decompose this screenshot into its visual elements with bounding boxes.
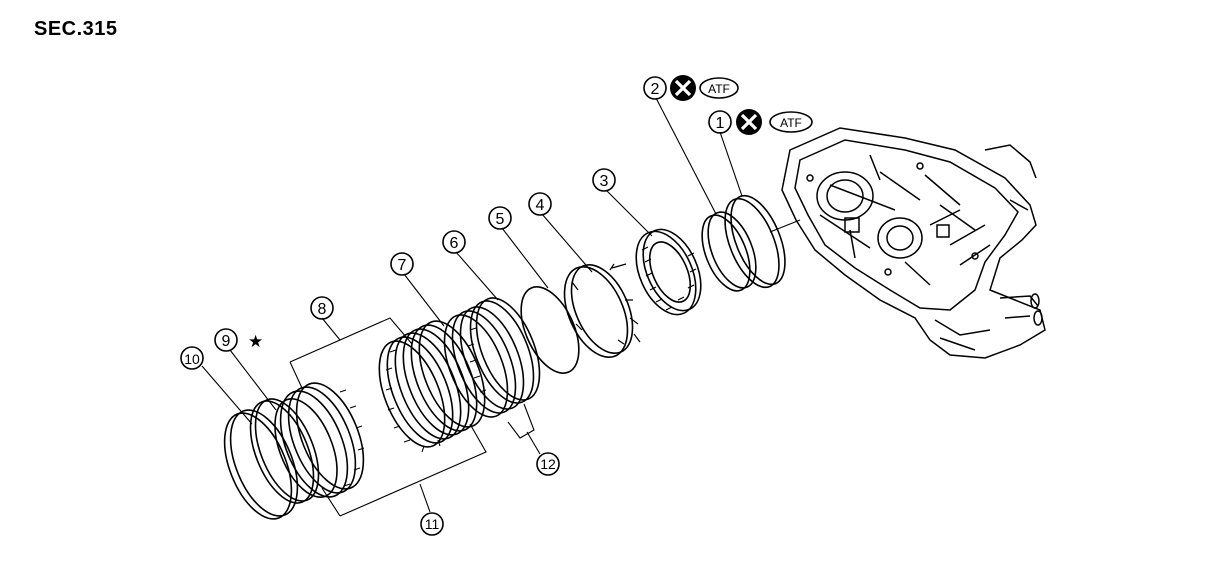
x-circle-icon xyxy=(670,75,696,101)
transmission-case xyxy=(781,127,1046,359)
clutch-plate-set-b xyxy=(378,320,486,453)
callout-2: 2 xyxy=(643,76,667,100)
callout-5: 5 xyxy=(488,206,512,230)
waved-ring xyxy=(249,398,320,504)
callout-3: 3 xyxy=(592,168,616,192)
x-circle-icon xyxy=(736,109,762,135)
callout-11: 11 xyxy=(420,512,444,536)
callout-12-label: 12 xyxy=(540,456,556,472)
snap-ring xyxy=(520,286,580,374)
dish-plate-set xyxy=(274,382,365,498)
callout-6: 6 xyxy=(442,230,466,254)
callout-4-label: 4 xyxy=(536,197,545,214)
callout-1-label: 1 xyxy=(716,115,725,132)
seal-ring-2 xyxy=(701,211,757,292)
callout-8: 8 xyxy=(310,296,334,320)
star-icon: ★ xyxy=(248,332,263,351)
callout-9-label: 9 xyxy=(222,333,231,350)
callout-5-label: 5 xyxy=(496,211,505,228)
callout-2-label: 2 xyxy=(651,81,660,98)
callout-1: 1 xyxy=(708,110,732,134)
callout-7-label: 7 xyxy=(398,257,407,274)
retaining-snap-ring xyxy=(223,409,299,520)
clutch-plate-set-a xyxy=(443,297,541,418)
seal-ring-1 xyxy=(724,194,801,289)
return-spring-assembly xyxy=(563,263,641,359)
callout-10-label: 10 xyxy=(184,351,200,367)
atf-label-2: ATF xyxy=(708,82,730,96)
callout-12: 12 xyxy=(536,452,560,476)
callout-4: 4 xyxy=(528,192,552,216)
atf-oval-2: ATF xyxy=(699,77,739,99)
callout-3-label: 3 xyxy=(600,173,609,190)
callout-6-label: 6 xyxy=(450,235,459,252)
atf-oval-1: ATF xyxy=(769,111,813,133)
callout-11-label: 11 xyxy=(425,516,440,532)
callout-9: 9 xyxy=(214,328,238,352)
callout-8-label: 8 xyxy=(318,301,327,318)
callout-7: 7 xyxy=(390,252,414,276)
spring-retainer xyxy=(635,228,702,316)
leader-lines xyxy=(201,97,743,517)
callout-10: 10 xyxy=(180,346,204,370)
section-title: SEC.315 xyxy=(34,18,118,40)
atf-label-1: ATF xyxy=(780,116,802,130)
